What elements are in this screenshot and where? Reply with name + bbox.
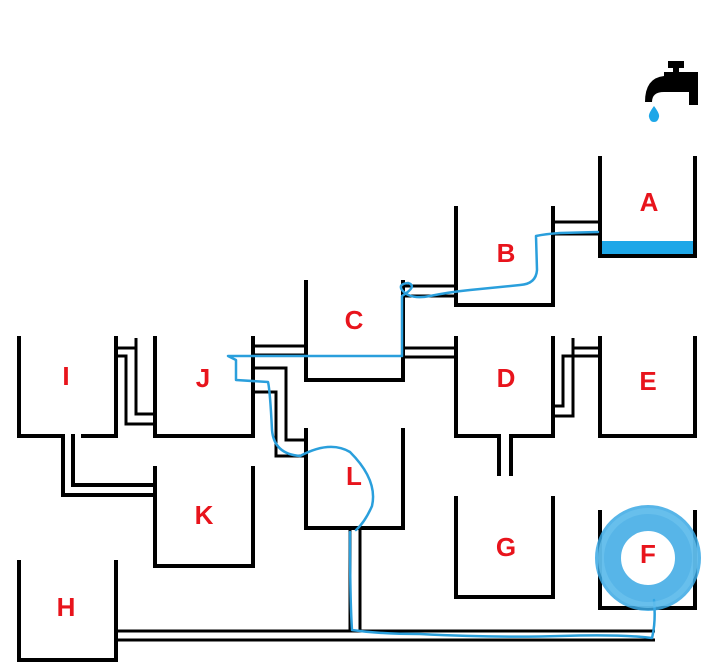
tank-h xyxy=(17,560,655,662)
flow-trace-upper xyxy=(226,230,600,532)
tank-b xyxy=(405,206,555,307)
label-d: D xyxy=(497,363,516,393)
label-h: H xyxy=(57,592,76,622)
tank-k xyxy=(153,466,255,568)
tank-d xyxy=(454,336,555,476)
label-i: I xyxy=(62,361,69,391)
water-drop-icon xyxy=(648,106,660,122)
label-b: B xyxy=(497,238,516,268)
label-a: A xyxy=(640,187,659,217)
flow-trace-lower xyxy=(348,530,656,640)
label-e: E xyxy=(639,366,656,396)
label-k: K xyxy=(195,500,214,530)
tank-g xyxy=(454,496,555,599)
tank-e xyxy=(553,336,697,438)
label-f: F xyxy=(640,539,656,569)
faucet-icon xyxy=(645,61,698,105)
label-j: J xyxy=(196,363,210,393)
tank-a xyxy=(551,156,697,258)
label-g: G xyxy=(496,532,516,562)
tank-j xyxy=(116,336,306,458)
label-c: C xyxy=(345,305,364,335)
label-l: L xyxy=(346,461,362,491)
tank-i xyxy=(17,336,157,497)
highlight-scribble-f xyxy=(595,505,701,611)
water-level-a xyxy=(600,241,695,255)
